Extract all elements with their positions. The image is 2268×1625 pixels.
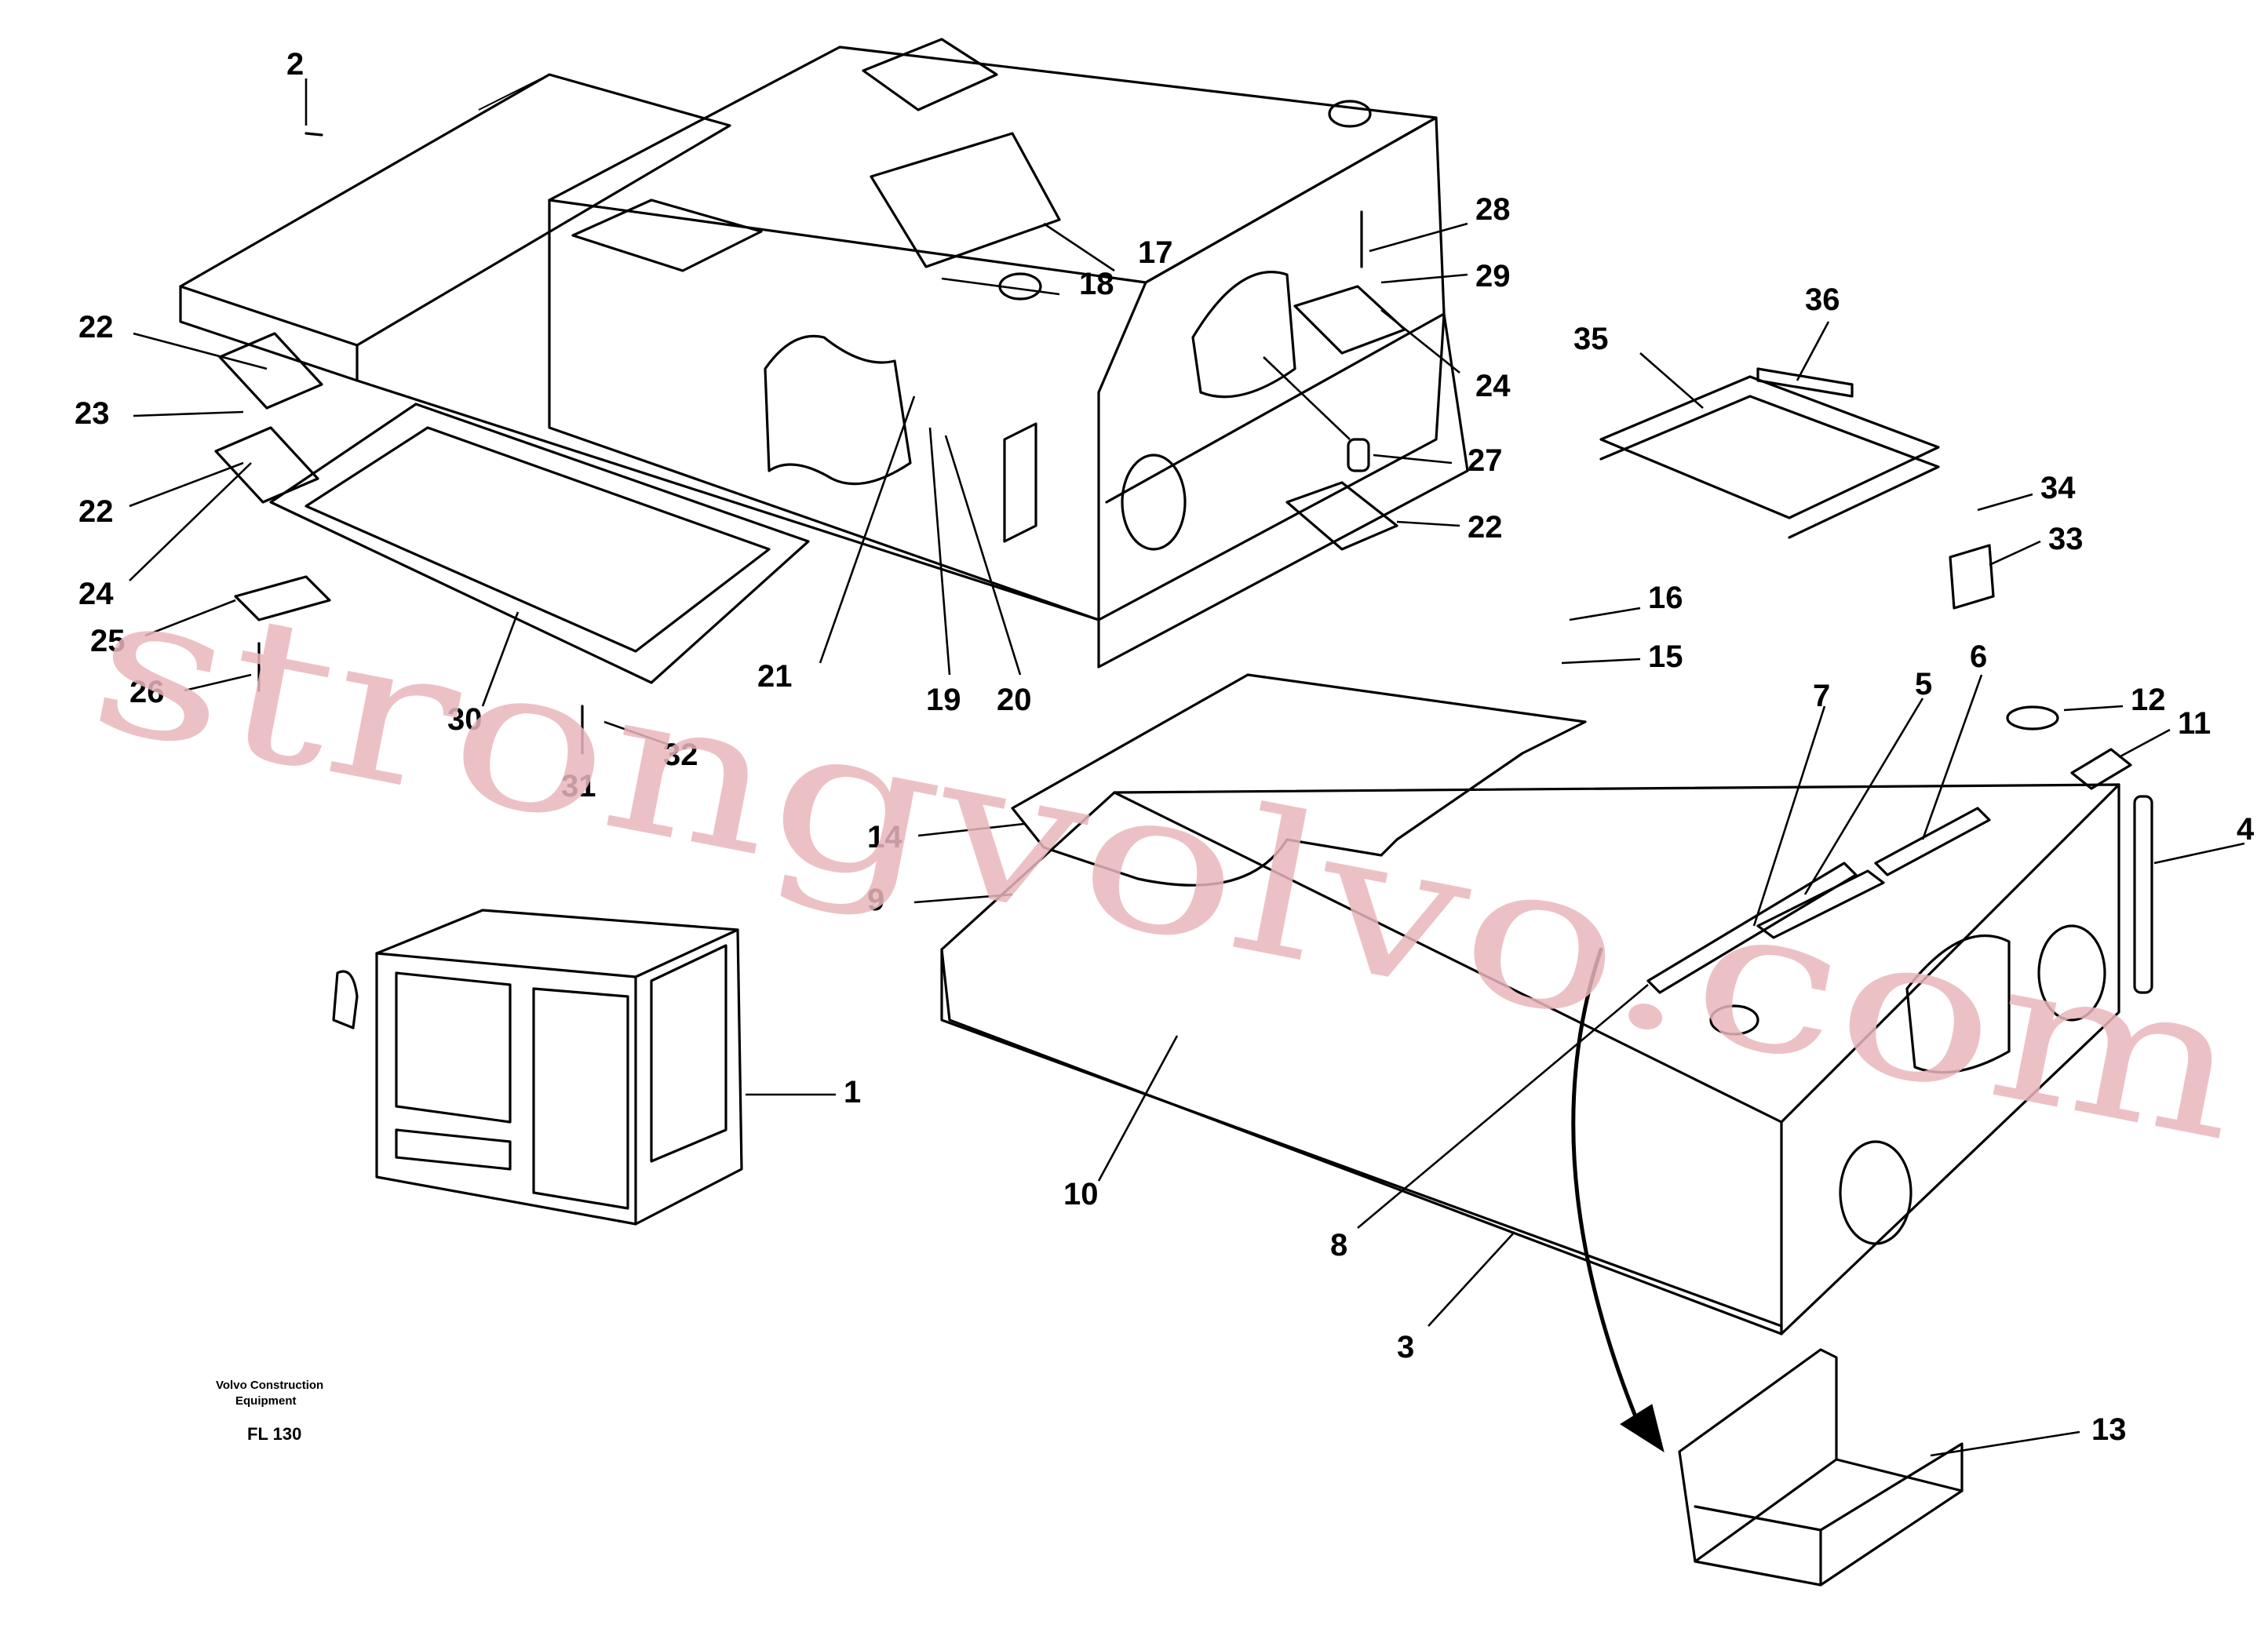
callout-7: 7 xyxy=(1813,679,1830,713)
callout-30: 30 xyxy=(447,702,483,737)
callout-35: 35 xyxy=(1573,322,1609,356)
callout-8: 8 xyxy=(1330,1228,1347,1262)
callout-27: 27 xyxy=(1468,443,1503,478)
callout-9: 9 xyxy=(867,883,884,917)
callout-2: 2 xyxy=(286,47,304,82)
callout-25: 25 xyxy=(90,624,126,658)
seat-plate-35-36 xyxy=(1599,367,1940,539)
figure-code: FL 130 xyxy=(247,1424,301,1444)
callout-21: 21 xyxy=(757,659,793,694)
callout-12: 12 xyxy=(2131,683,2166,717)
callout-24-a: 24 xyxy=(78,577,114,611)
callout-36: 36 xyxy=(1805,282,1840,317)
callout-34: 34 xyxy=(2040,471,2076,505)
callout-14: 14 xyxy=(867,820,902,854)
storage-box-13 xyxy=(1678,1348,1964,1587)
callout-22-a: 22 xyxy=(78,310,114,344)
cab-assembly xyxy=(332,909,743,1226)
callout-17: 17 xyxy=(1138,235,1173,270)
callout-31: 31 xyxy=(561,769,596,803)
callout-6: 6 xyxy=(1970,639,1987,674)
callout-10: 10 xyxy=(1063,1177,1099,1211)
callout-3: 3 xyxy=(1397,1330,1414,1364)
watermark: strongvolvo.com xyxy=(75,545,2260,1185)
callout-23: 23 xyxy=(75,396,110,431)
callout-24-b: 24 xyxy=(1475,369,1511,403)
lower-frame-assembly xyxy=(940,544,2153,1335)
callout-32: 32 xyxy=(663,738,698,772)
callout-leaders xyxy=(129,78,2245,1457)
callout-1: 1 xyxy=(844,1075,861,1109)
callout-11: 11 xyxy=(2178,706,2211,741)
callout-22-c: 22 xyxy=(1468,510,1503,545)
callout-19: 19 xyxy=(926,683,961,717)
callout-18: 18 xyxy=(1079,267,1114,301)
callout-33: 33 xyxy=(2048,522,2084,556)
callout-4: 4 xyxy=(2237,812,2255,847)
caption-line-1: Volvo Construction xyxy=(216,1379,323,1392)
callout-22-b: 22 xyxy=(78,494,114,529)
callout-26: 26 xyxy=(129,675,165,709)
callout-29: 29 xyxy=(1475,259,1511,293)
callout-13: 13 xyxy=(2091,1412,2127,1447)
caption-line-2: Equipment xyxy=(235,1394,297,1408)
callout-numbers: 2 22 23 22 24 25 26 30 21 19 20 17 18 28… xyxy=(75,47,2255,1447)
callout-28: 28 xyxy=(1475,192,1511,227)
callout-5: 5 xyxy=(1915,667,1932,701)
callout-16: 16 xyxy=(1648,581,1683,615)
callout-15: 15 xyxy=(1648,639,1683,674)
figure-caption: Volvo Construction Equipment FL 130 xyxy=(216,1379,323,1444)
callout-20: 20 xyxy=(997,683,1032,717)
